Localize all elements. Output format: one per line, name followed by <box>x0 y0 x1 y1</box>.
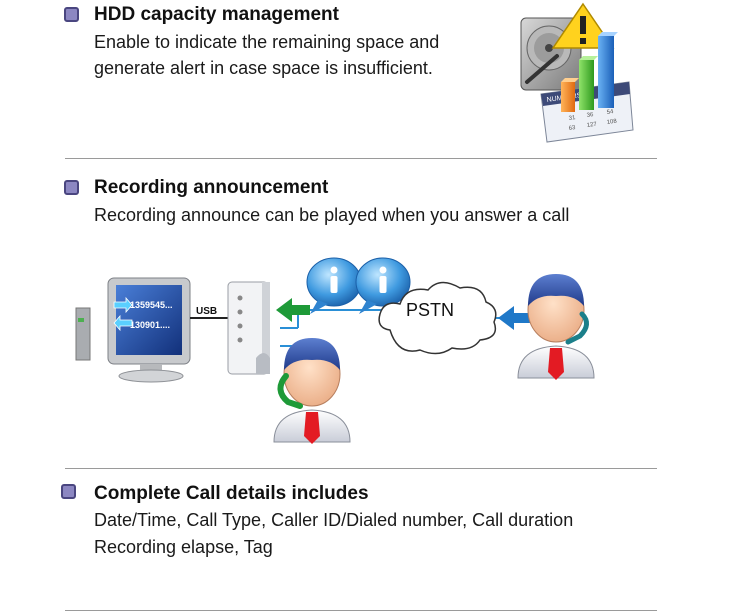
section-line-hdd-2: generate alert in case space is insuffic… <box>94 58 433 78</box>
sheet-cell-3: 54 <box>606 109 614 116</box>
caller-person-icon <box>517 274 595 380</box>
info-bubble-icon <box>306 257 362 314</box>
call-recorder-device <box>227 281 270 375</box>
divider-1 <box>65 158 657 159</box>
section-line-hdd-1: Enable to indicate the remaining space a… <box>94 32 440 52</box>
hdd-capacity-icon: NUMBERS 31 36 54 63 127 108 <box>520 2 634 143</box>
answering-person-icon <box>273 338 351 444</box>
recording-announcement-diagram: 1359545... 130901.... USB <box>75 257 595 444</box>
section-bullet-call-details <box>61 484 76 499</box>
blue-arrow-icon <box>498 306 532 330</box>
section-title-hdd: HDD capacity management <box>94 4 339 25</box>
usb-label: USB <box>196 306 217 317</box>
sheet-cell-4: 63 <box>568 125 576 132</box>
computer-monitor-icon: 1359545... 130901.... <box>75 277 191 383</box>
section-line-call-details-1: Date/Time, Call Type, Caller ID/Dialed n… <box>94 510 574 530</box>
section-line-announcement-1: Recording announce can be played when yo… <box>94 205 570 225</box>
sheet-cell-2: 36 <box>586 112 594 119</box>
pstn-label: PSTN <box>406 300 454 320</box>
monitor-line-1: 1359545... <box>130 300 173 310</box>
sheet-cell-6: 108 <box>606 119 617 126</box>
section-line-call-details-2: Recording elapse, Tag <box>94 537 273 557</box>
bar-chart-icon <box>561 32 618 112</box>
info-bubble-icon-2 <box>355 257 411 314</box>
section-bullet-hdd <box>64 7 79 22</box>
section-title-call-details: Complete Call details includes <box>94 483 369 504</box>
pstn-cloud-icon: PSTN <box>378 281 497 355</box>
section-bullet-announcement <box>64 180 79 195</box>
divider-3 <box>65 610 657 611</box>
green-arrow-icon <box>276 298 310 322</box>
sheet-cell-5: 127 <box>586 122 597 129</box>
monitor-line-2: 130901.... <box>130 320 170 330</box>
divider-2 <box>65 468 657 469</box>
sheet-cell-1: 31 <box>568 115 576 122</box>
section-title-announcement: Recording announcement <box>94 177 329 198</box>
